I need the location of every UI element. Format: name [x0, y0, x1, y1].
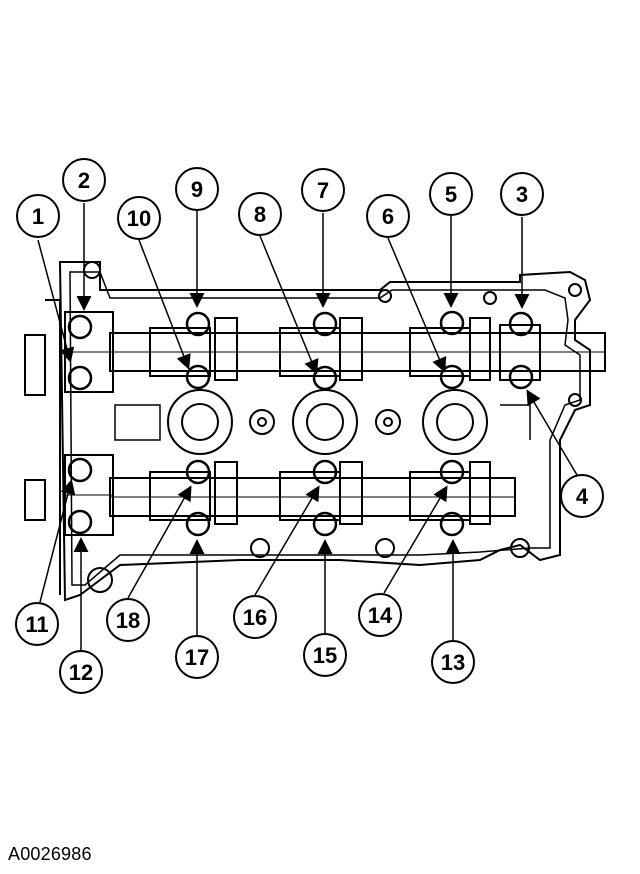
bolt — [312, 365, 338, 391]
bolt — [439, 459, 465, 485]
bolt — [439, 310, 465, 336]
bolt — [67, 314, 93, 340]
callout-17: 17 — [175, 635, 219, 679]
callout-label: 11 — [25, 612, 48, 637]
callout-label: 7 — [317, 178, 329, 203]
callout-3: 3 — [500, 172, 544, 216]
callout-1: 1 — [16, 194, 60, 238]
callout-label: 8 — [254, 202, 266, 227]
lower-camshaft — [109, 461, 516, 525]
callout-12: 12 — [59, 650, 103, 694]
callout-label: 5 — [445, 182, 457, 207]
bolt — [508, 311, 534, 337]
callout-10: 10 — [117, 196, 161, 240]
callout-label: 3 — [516, 182, 528, 207]
cylinder-head-outline — [24, 261, 592, 602]
bolt — [312, 459, 338, 485]
leader-lines — [37, 203, 578, 651]
callout-7: 7 — [301, 168, 345, 212]
callout-6: 6 — [366, 194, 410, 238]
callout-2: 2 — [62, 158, 106, 202]
figure-reference-code: A0026986 — [8, 844, 92, 864]
callout-label: 4 — [576, 484, 589, 509]
bolt — [439, 364, 465, 390]
callout-label: 9 — [191, 177, 203, 202]
bolt — [67, 365, 93, 391]
callout-label: 10 — [127, 206, 151, 231]
callout-16: 16 — [233, 595, 277, 639]
bolt — [312, 311, 338, 337]
callout-11: 11 — [15, 602, 59, 646]
callout-label: 17 — [185, 645, 209, 670]
callout-15: 15 — [303, 633, 347, 677]
callout-4: 4 — [560, 474, 604, 518]
callout-8: 8 — [238, 192, 282, 236]
callout-9: 9 — [175, 167, 219, 211]
bolt — [185, 311, 211, 337]
callout-label: 12 — [69, 660, 93, 685]
bolt — [185, 459, 211, 485]
bolt — [508, 364, 534, 390]
bolt — [67, 509, 93, 535]
bolt — [185, 511, 211, 537]
bolt — [185, 364, 211, 390]
callout-label: 6 — [382, 204, 394, 229]
callout-label: 1 — [32, 204, 44, 229]
callout-label: 15 — [313, 643, 337, 668]
callout-label: 14 — [368, 603, 393, 628]
bolt — [312, 511, 338, 537]
callout-18: 18 — [106, 598, 150, 642]
bolt — [439, 511, 465, 537]
callout-label: 18 — [116, 608, 140, 633]
callout-14: 14 — [358, 593, 402, 637]
callout-13: 13 — [431, 640, 475, 684]
callouts: 1 2 3 4 5 6 7 8 9 10 11 12 13 14 15 16 1… — [15, 158, 604, 694]
callout-label: 2 — [78, 168, 90, 193]
callout-label: 13 — [441, 650, 465, 675]
callout-label: 16 — [243, 605, 267, 630]
spark-plug-bores — [114, 389, 531, 455]
bolts — [67, 310, 534, 537]
callout-5: 5 — [429, 172, 473, 216]
upper-camshaft — [109, 317, 606, 381]
bolt — [67, 457, 93, 483]
